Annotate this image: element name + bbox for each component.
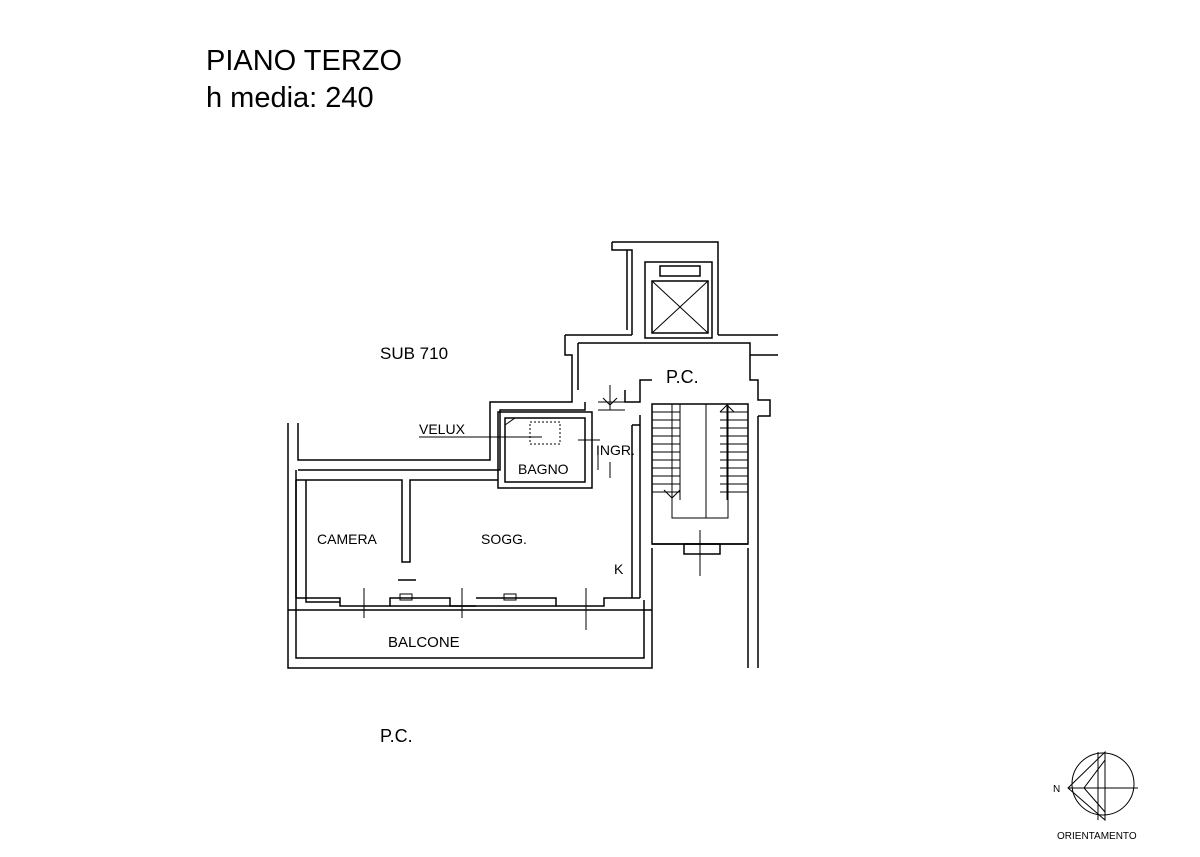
average-height: h media: 240: [206, 82, 374, 114]
entrance-door: [598, 385, 625, 411]
compass-caption: ORIENTAMENTO: [1057, 831, 1137, 842]
staircase: [651, 403, 749, 576]
floor-title: PIANO TERZO: [206, 45, 402, 77]
elevator-shaft: [611, 241, 719, 339]
kitchen-label: K: [614, 561, 624, 577]
living-room-label: SOGG.: [481, 531, 527, 547]
apartment-walls: [287, 390, 653, 669]
compass-north-label: N: [1053, 784, 1060, 795]
entrance-label: INGR.: [596, 442, 635, 458]
common-area-top-label: P.C.: [666, 367, 699, 387]
sub-label: SUB 710: [380, 344, 448, 363]
velux-label: VELUX: [419, 421, 466, 437]
common-area-bottom-label: P.C.: [380, 726, 413, 746]
compass-rose: [1067, 750, 1138, 822]
bedroom-label: CAMERA: [317, 531, 378, 547]
bathroom-walls: [497, 411, 611, 489]
common-landing: [564, 334, 778, 668]
balcony-label: BALCONE: [388, 634, 460, 651]
bathroom-label: BAGNO: [518, 461, 569, 477]
